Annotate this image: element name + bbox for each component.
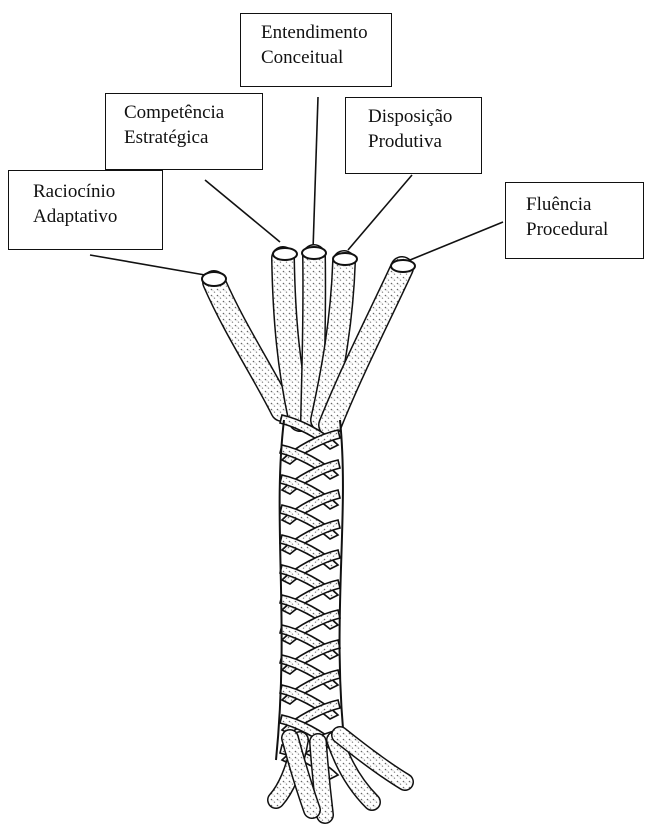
label-line-2: Estratégica xyxy=(124,125,250,150)
label-line-1: Entendimento xyxy=(261,20,379,45)
braid-right-edge xyxy=(340,420,346,760)
strand-end-cap xyxy=(202,272,226,286)
label-line-1: Raciocínio xyxy=(33,179,150,204)
label-line-2: Procedural xyxy=(526,217,631,242)
strand-end-cap xyxy=(302,247,326,259)
label-line-1: Disposição xyxy=(368,104,469,129)
leader-line xyxy=(410,222,503,260)
label-line-2: Conceitual xyxy=(261,45,379,70)
strand-body xyxy=(312,256,314,420)
strand-body xyxy=(214,282,282,410)
strand-end-cap xyxy=(273,248,297,260)
label-entendimento-conceitual: Entendimento Conceitual xyxy=(240,13,392,87)
label-line-2: Produtiva xyxy=(368,129,469,154)
rope-braid xyxy=(276,415,346,779)
strand-end-cap xyxy=(391,260,415,272)
rope-tails xyxy=(276,735,405,815)
leader-line xyxy=(90,255,205,275)
strand-body xyxy=(283,258,300,420)
leader-line xyxy=(313,97,318,250)
label-raciocinio-adaptativo: Raciocínio Adaptativo xyxy=(8,170,163,250)
leader-line xyxy=(205,180,280,242)
label-line-1: Fluência xyxy=(526,192,631,217)
leader-line xyxy=(348,175,412,250)
braid-left-edge xyxy=(276,420,284,760)
rope-strands xyxy=(202,247,415,425)
label-line-2: Adaptativo xyxy=(33,204,150,229)
label-disposicao-produtiva: Disposição Produtiva xyxy=(345,97,482,174)
label-competencia-estrategica: Competência Estratégica xyxy=(105,93,263,170)
label-line-1: Competência xyxy=(124,100,250,125)
strand-end-cap xyxy=(333,253,357,265)
label-fluencia-procedural: Fluência Procedural xyxy=(505,182,644,259)
